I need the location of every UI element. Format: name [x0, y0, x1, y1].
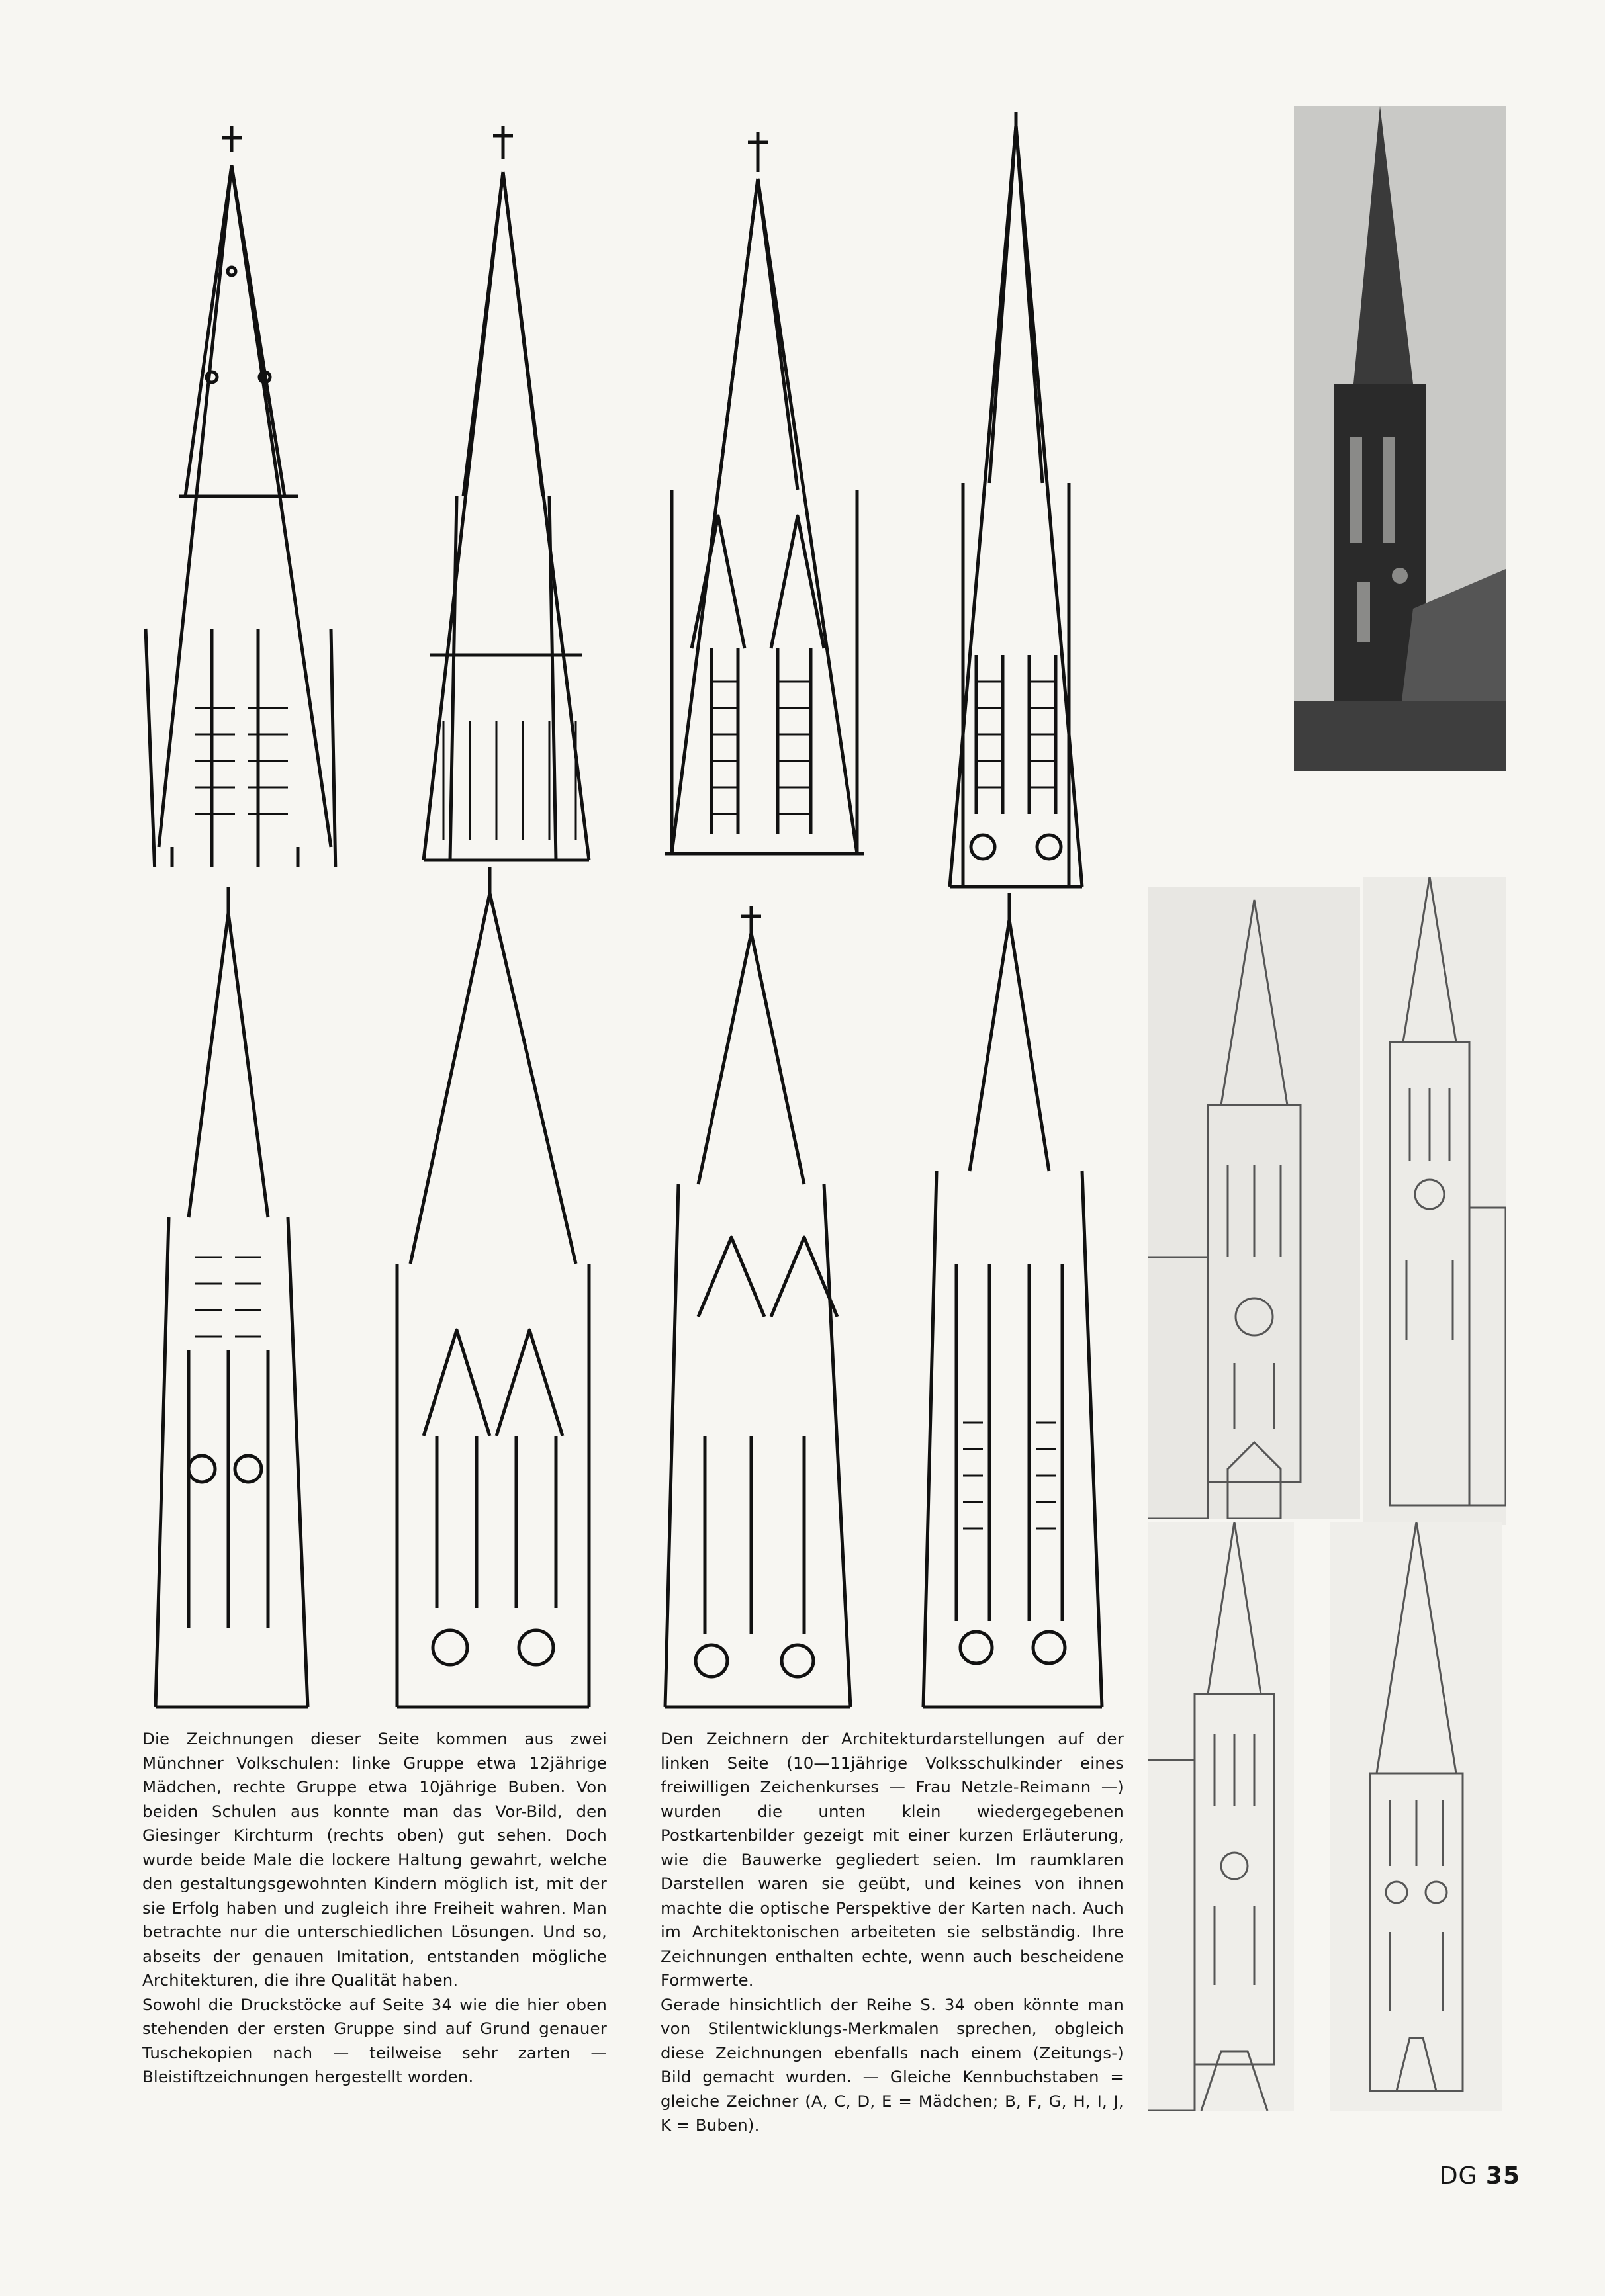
spire-drawing-5: [142, 887, 321, 1714]
spire-drawing-2: [410, 126, 602, 867]
spire-drawing-3: [645, 119, 874, 867]
paragraph: Gerade hinsichtlich der Reihe S. 34 oben…: [661, 1994, 1124, 2135]
page-number: 35: [1485, 2162, 1520, 2189]
pencil-drawing-tower-3: [1148, 1522, 1294, 2111]
spire-drawing-7: [652, 906, 864, 1714]
magazine-abbrev: DG: [1439, 2162, 1478, 2189]
church-tower-photo: [1294, 106, 1506, 771]
pencil-drawing-tower-4: [1330, 1522, 1502, 2111]
page-folio: DG 35: [1440, 2162, 1520, 2189]
spire-drawing-8: [910, 893, 1115, 1714]
text-column-right: Den Zeichnern der Architekturdarstellung…: [661, 1727, 1124, 2138]
pencil-drawing-tower-1: [1148, 887, 1360, 1519]
paragraph: Sowohl die Druckstöcke auf Seite 34 wie …: [142, 1994, 607, 2087]
spire-drawing-6: [384, 867, 602, 1714]
spire-drawing-1: [132, 126, 351, 867]
paragraph: Die Zeichnungen dieser Seite kommen aus …: [142, 1729, 607, 1990]
spire-drawing-4: [937, 112, 1095, 893]
text-column-left: Die Zeichnungen dieser Seite kommen aus …: [142, 1727, 607, 2090]
pencil-drawing-tower-2: [1363, 877, 1506, 1525]
paragraph: Den Zeichnern der Architekturdarstellung…: [661, 1729, 1124, 1990]
